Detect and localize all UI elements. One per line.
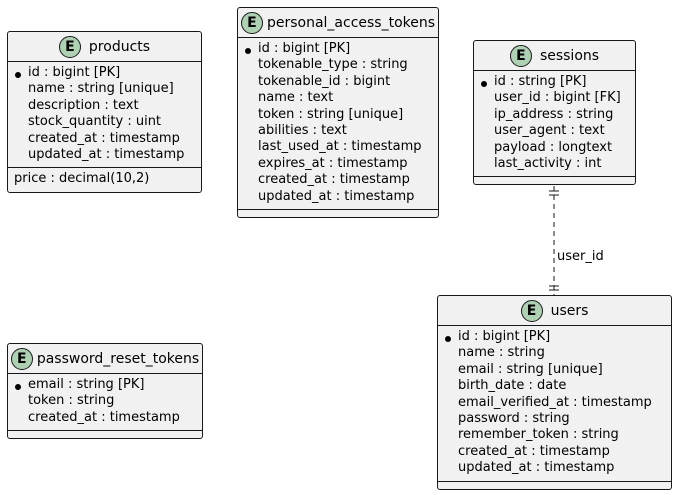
entity-personal-access-tokens[interactable]: E personal_access_tokens id : bigint [PK…	[237, 7, 439, 219]
field: payload : longtext	[494, 139, 613, 155]
key-bullet-icon	[445, 336, 451, 342]
field: name : text	[258, 90, 334, 106]
entity-methods	[238, 210, 438, 217]
entity-icon: E	[58, 35, 81, 58]
field: price : decimal(10,2)	[14, 171, 150, 187]
entity-extra-fields: price : decimal(10,2)	[8, 168, 201, 191]
field: stock_quantity : uint	[28, 114, 162, 130]
entity-name: personal_access_tokens	[266, 14, 436, 31]
key-field: id : bigint [PK]	[8, 65, 201, 81]
field: created_at : timestamp	[258, 172, 410, 188]
field: password : string	[458, 411, 570, 427]
field-text: id : bigint [PK]	[28, 65, 121, 80]
field-text: id : bigint [PK]	[458, 329, 551, 344]
relationship-label: user_id	[557, 249, 604, 264]
field: created_at : timestamp	[28, 409, 180, 425]
field-text: email : string [PK]	[28, 377, 145, 392]
field: abilities : text	[258, 123, 347, 139]
entity-fields: id : string [PK] user_id : bigint [FK] i…	[474, 71, 635, 178]
key-field: id : string [PK]	[474, 74, 635, 90]
key-field: id : bigint [PK]	[238, 41, 438, 57]
key-field: id : bigint [PK]	[438, 329, 671, 345]
entity-methods	[474, 177, 635, 184]
field: user_agent : text	[494, 123, 605, 139]
key-bullet-icon	[481, 81, 487, 87]
field: last_used_at : timestamp	[258, 139, 422, 155]
field: tokenable_id : bigint	[258, 73, 391, 89]
key-bullet-icon	[15, 384, 21, 390]
entity-name: password_reset_tokens	[36, 350, 200, 367]
entity-header: E password_reset_tokens	[8, 344, 202, 374]
entity-fields: id : bigint [PK] tokenable_type : string…	[238, 38, 438, 211]
field: ip_address : string	[494, 106, 614, 122]
key-bullet-icon	[15, 72, 21, 78]
field: expires_at : timestamp	[258, 155, 408, 171]
entity-icon: E	[10, 347, 33, 370]
field: created_at : timestamp	[28, 130, 180, 146]
field: name : string [unique]	[28, 81, 174, 97]
entity-header: E sessions	[474, 41, 635, 71]
entity-methods	[438, 482, 671, 489]
entity-fields: id : bigint [PK] name : string [unique] …	[8, 62, 201, 169]
field: token : string	[28, 393, 115, 409]
field: tokenable_type : string	[258, 57, 408, 73]
field: updated_at : timestamp	[258, 188, 415, 204]
field-text: id : bigint [PK]	[258, 41, 351, 56]
entity-icon: E	[240, 11, 263, 34]
relationship-sessions-users	[549, 186, 559, 295]
entity-fields: id : bigint [PK] name : string email : s…	[438, 326, 671, 482]
field-text: id : string [PK]	[494, 74, 587, 89]
field: updated_at : timestamp	[28, 147, 185, 163]
entity-fields: email : string [PK] token : string creat…	[8, 374, 202, 432]
entity-name: sessions	[539, 47, 600, 64]
field: email_verified_at : timestamp	[458, 394, 652, 410]
entity-password-reset-tokens[interactable]: E password_reset_tokens email : string […	[7, 343, 203, 440]
field: description : text	[28, 97, 139, 113]
entity-users[interactable]: E users id : bigint [PK] name : string e…	[437, 295, 672, 490]
key-field: email : string [PK]	[8, 377, 202, 393]
field: email : string [unique]	[458, 361, 603, 377]
entity-icon: E	[509, 44, 532, 67]
entity-header: E products	[8, 32, 201, 62]
field: created_at : timestamp	[458, 443, 610, 459]
field: token : string [unique]	[258, 106, 404, 122]
entity-name: products	[88, 38, 151, 55]
entity-name: users	[550, 302, 589, 319]
entity-sessions[interactable]: E sessions id : string [PK] user_id : bi…	[473, 40, 636, 186]
key-bullet-icon	[245, 48, 251, 54]
field: remember_token : string	[458, 427, 619, 443]
entity-icon: E	[520, 299, 543, 322]
field: birth_date : date	[458, 378, 567, 394]
field: name : string	[458, 345, 545, 361]
field: updated_at : timestamp	[458, 460, 615, 476]
entity-header: E personal_access_tokens	[238, 8, 438, 38]
entity-methods	[8, 431, 202, 438]
field: user_id : bigint [FK]	[494, 90, 621, 106]
entity-products[interactable]: E products id : bigint [PK] name : strin…	[7, 31, 202, 193]
field: last_activity : int	[494, 156, 602, 172]
entity-header: E users	[438, 296, 671, 326]
